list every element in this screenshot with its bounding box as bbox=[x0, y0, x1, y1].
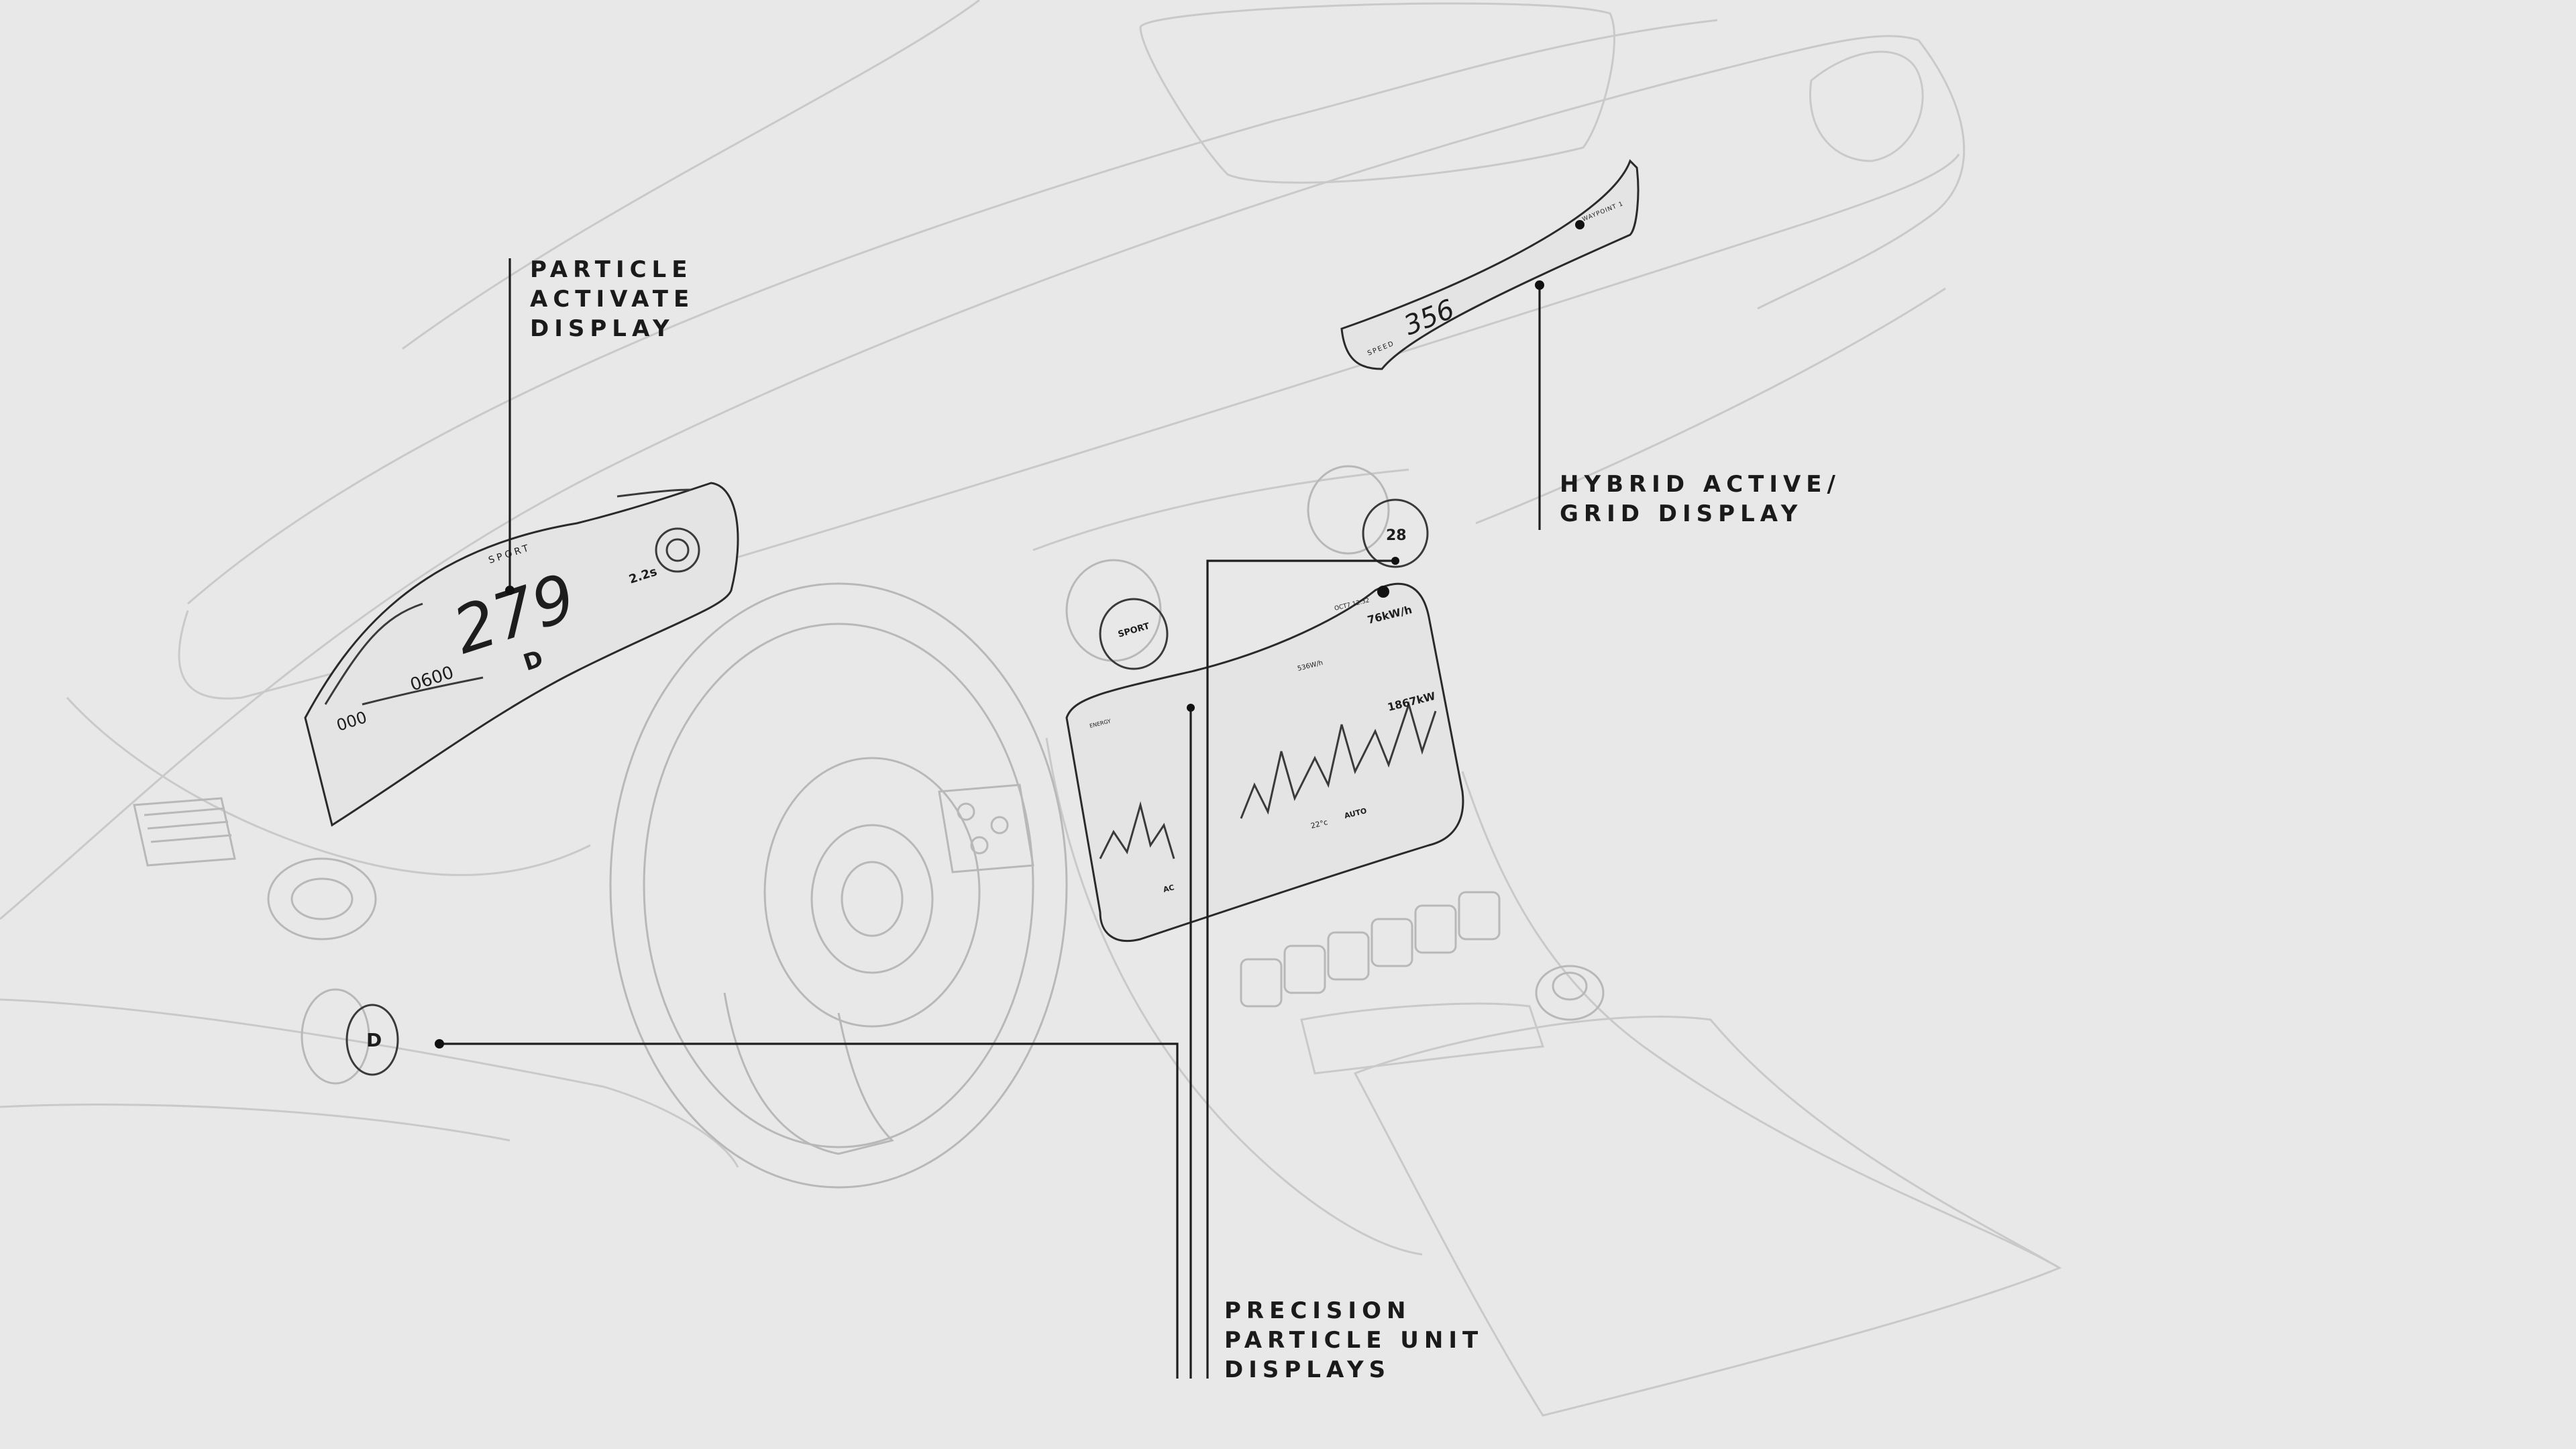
leader-precision-knob-left bbox=[439, 1042, 1179, 1379]
callout-particle-activate-line-2: ACTIVATE bbox=[530, 286, 695, 313]
callout-hybrid-active-line-2: GRID DISPLAY bbox=[1560, 500, 1803, 527]
dashboard-lower-curve bbox=[178, 154, 1960, 700]
knob-gear-label: D bbox=[366, 1029, 382, 1051]
callout-precision-particle-line-2: PARTICLE UNIT bbox=[1224, 1327, 1484, 1354]
leader-precision-knob-right-dot bbox=[1391, 557, 1399, 565]
center-console-left bbox=[1045, 737, 1423, 1256]
dashboard-top-edge bbox=[0, 35, 1919, 920]
passenger-display: 356 SPEED WAYPOINT 1 bbox=[1340, 159, 1640, 370]
leader-precision-screen-dot bbox=[1187, 704, 1195, 712]
right-trim-line bbox=[1475, 287, 1946, 525]
left-lower-dash bbox=[66, 696, 591, 876]
steering-wheel bbox=[609, 582, 1068, 1189]
callout-particle-activate: PARTICLE ACTIVATE DISPLAY bbox=[530, 255, 694, 343]
leader-hybrid-active-dot bbox=[1535, 280, 1544, 290]
dashboard-upper-curve bbox=[187, 19, 1718, 605]
console-switch-bank bbox=[1240, 891, 1501, 1008]
leader-particle-activate-dot bbox=[505, 586, 515, 595]
center-temperature: 22°c bbox=[1310, 818, 1329, 830]
leader-precision-knob-right bbox=[1206, 559, 1395, 1379]
left-air-vent bbox=[133, 797, 236, 867]
left-gear-knob: D bbox=[301, 988, 399, 1085]
left-kick-panel bbox=[0, 1104, 511, 1142]
center-stack-line bbox=[1032, 468, 1409, 551]
center-console-right bbox=[1461, 771, 2060, 1269]
right-vent-housing bbox=[1809, 50, 1924, 162]
console-tray bbox=[1353, 1016, 2062, 1417]
left-door-panel bbox=[0, 998, 739, 1168]
callout-hybrid-active-line-1: HYBRID ACTIVE/ bbox=[1560, 471, 1841, 498]
windshield-line bbox=[402, 0, 980, 350]
callout-leaders bbox=[435, 258, 1544, 1379]
console-cupholder bbox=[1300, 1002, 1545, 1075]
left-lower-vent bbox=[267, 857, 377, 941]
leader-precision-knob-left-dot bbox=[435, 1039, 444, 1049]
callout-precision-particle-line-1: PRECISION bbox=[1224, 1297, 1411, 1324]
callout-hybrid-active: HYBRID ACTIVE/ GRID DISPLAY bbox=[1560, 470, 1841, 529]
callout-particle-activate-line-3: DISPLAY bbox=[530, 315, 675, 342]
knob-sport-label: SPORT bbox=[1117, 621, 1151, 640]
center-left-knob: SPORT bbox=[1065, 559, 1169, 670]
passenger-speed: 356 bbox=[1400, 294, 1459, 341]
console-rotary-controller bbox=[1535, 965, 1605, 1021]
instrument-cluster: 279 D SPORT 2.2s 0600 000 bbox=[304, 482, 739, 827]
center-ac-label: AC bbox=[1163, 883, 1175, 894]
top-hood-panel bbox=[1139, 2, 1615, 184]
callout-particle-activate-line-1: PARTICLE bbox=[530, 256, 693, 283]
knob-temp-label: 28 bbox=[1386, 527, 1407, 544]
right-door-line bbox=[1757, 40, 1966, 310]
callout-precision-particle: PRECISION PARTICLE UNIT DISPLAYS bbox=[1224, 1296, 1483, 1385]
callout-precision-particle-line-3: DISPLAYS bbox=[1224, 1356, 1391, 1383]
center-right-knob: 28 bbox=[1307, 465, 1429, 568]
